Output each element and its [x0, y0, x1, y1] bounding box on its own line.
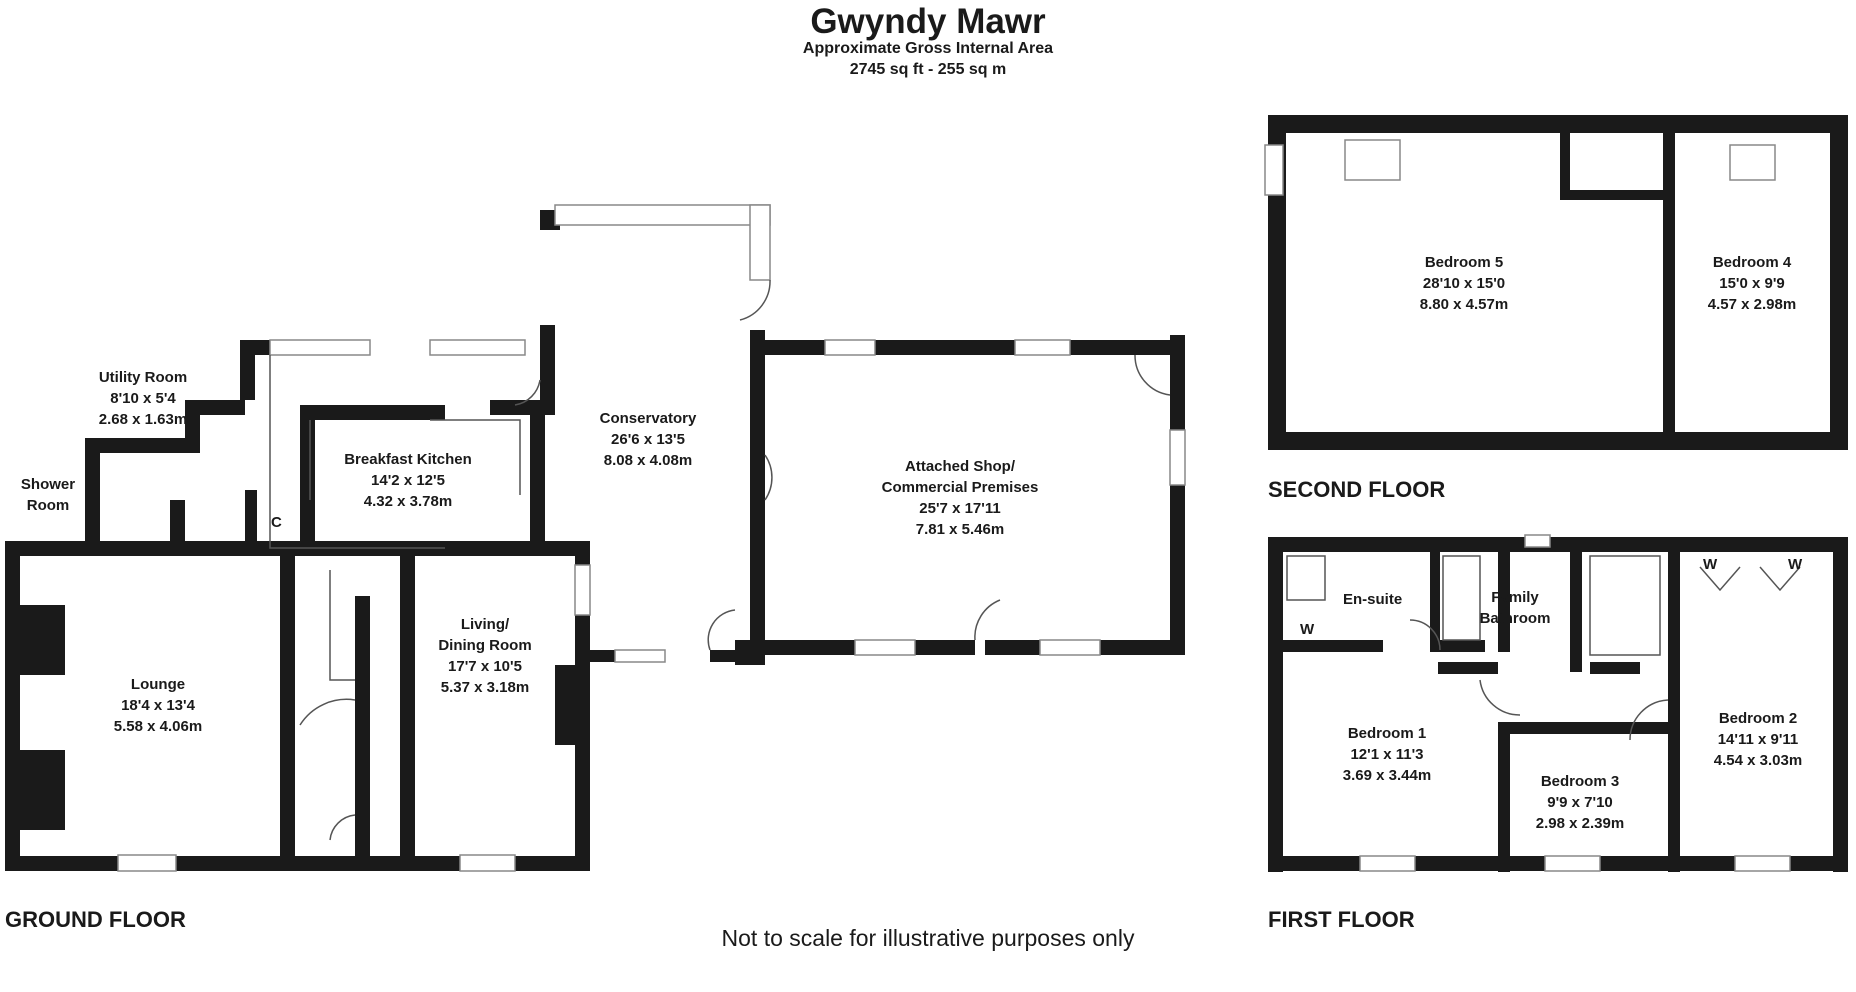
room-shop: Attached Shop/ Commercial Premises 25'7 …	[882, 456, 1039, 540]
plan-title: Gwyndy Mawr	[810, 2, 1046, 41]
room-bedroom-5-metric: 8.80 x 4.57m	[1419, 296, 1509, 313]
room-bedroom-2-name: Bedroom 2	[1718, 710, 1798, 727]
room-living-name-1: Living/	[460, 616, 510, 633]
room-bedroom-1-metric: 3.69 x 3.44m	[1342, 767, 1432, 784]
second-floor-walls	[1268, 115, 1848, 450]
room-bedroom-2: Bedroom 2 14'11 x 9'11 4.54 x 3.03m	[1714, 708, 1802, 771]
room-bedroom-2-imperial: 14'11 x 9'11	[1717, 731, 1799, 748]
room-bedroom-4: Bedroom 4 15'0 x 9'9 4.57 x 2.98m	[1708, 252, 1796, 315]
room-lounge-imperial: 18'4 x 13'4	[121, 697, 195, 714]
room-bedroom-5-name: Bedroom 5	[1424, 254, 1504, 271]
room-bedroom-1-imperial: 12'1 x 11'3	[1350, 746, 1424, 763]
room-bedroom-4-name: Bedroom 4	[1712, 254, 1792, 271]
first-floor-label: FIRST FLOOR	[1268, 907, 1415, 932]
room-bedroom-5: Bedroom 5 28'10 x 15'0 8.80 x 4.57m	[1420, 252, 1508, 315]
room-bedroom-3-imperial: 9'9 x 7'10	[1547, 794, 1613, 811]
room-conservatory-metric: 8.08 x 4.08m	[603, 452, 693, 469]
room-conservatory-imperial: 26'6 x 13'5	[611, 431, 685, 448]
room-bedroom-3-name: Bedroom 3	[1540, 773, 1620, 790]
room-ensuite: En-suite	[1343, 591, 1403, 608]
room-family-bathroom: Family Bathroom	[1480, 587, 1551, 629]
room-lounge-name: Lounge	[130, 676, 186, 693]
room-kitchen-name: Breakfast Kitchen	[344, 451, 472, 468]
room-shower-name-1: Shower	[20, 476, 76, 493]
room-shower: Shower Room	[21, 474, 75, 516]
room-shop-imperial: 25'7 x 17'11	[919, 500, 1001, 517]
room-kitchen-metric: 4.32 x 3.78m	[363, 493, 453, 510]
room-bedroom-4-imperial: 15'0 x 9'9	[1719, 275, 1785, 292]
room-shop-name-1: Attached Shop/	[904, 458, 1016, 475]
room-kitchen: Breakfast Kitchen 14'2 x 12'5 4.32 x 3.7…	[344, 449, 472, 512]
room-living: Living/ Dining Room 17'7 x 10'5 5.37 x 3…	[438, 614, 531, 698]
room-bedroom-1-name: Bedroom 1	[1347, 725, 1427, 742]
ground-floor-walls	[5, 210, 1185, 871]
room-lounge-metric: 5.58 x 4.06m	[113, 718, 203, 735]
wardrobe-label-1: W	[1300, 621, 1315, 638]
first-floor-fittings	[1286, 555, 1801, 741]
wardrobe-label-3: W	[1788, 556, 1803, 573]
room-bedroom-4-metric: 4.57 x 2.98m	[1707, 296, 1797, 313]
room-living-name-2: Dining Room	[438, 637, 532, 654]
room-bedroom-3: Bedroom 3 9'9 x 7'10 2.98 x 2.39m	[1536, 771, 1624, 834]
room-conservatory: Conservatory 26'6 x 13'5 8.08 x 4.08m	[600, 408, 697, 471]
room-cupboard: C	[271, 514, 282, 531]
room-bedroom-3-metric: 2.98 x 2.39m	[1535, 815, 1625, 832]
second-floor-windows	[1264, 139, 1776, 196]
room-shower-name-2: Room	[26, 497, 70, 514]
room-bedroom-1: Bedroom 1 12'1 x 11'3 3.69 x 3.44m	[1343, 723, 1431, 786]
room-utility-metric: 2.68 x 1.63m	[98, 411, 188, 428]
room-shop-name-2: Commercial Premises	[881, 479, 1039, 496]
room-bedroom-5-imperial: 28'10 x 15'0	[1422, 275, 1506, 292]
disclaimer: Not to scale for illustrative purposes o…	[721, 925, 1135, 951]
plan-area: 2745 sq ft - 255 sq m	[849, 61, 1007, 78]
room-utility-imperial: 8'10 x 5'4	[110, 390, 176, 407]
room-bedroom-2-metric: 4.54 x 3.03m	[1713, 752, 1803, 769]
room-utility-name: Utility Room	[98, 369, 188, 386]
plan-subtitle: Approximate Gross Internal Area	[802, 40, 1054, 57]
ground-floor-fittings	[269, 279, 1171, 841]
room-conservatory-name: Conservatory	[599, 410, 697, 427]
room-bathroom-name-1: Family	[1491, 589, 1539, 606]
room-living-metric: 5.37 x 3.18m	[440, 679, 530, 696]
second-floor-label: SECOND FLOOR	[1268, 477, 1446, 502]
first-floor-windows	[1359, 534, 1791, 872]
ground-floor-label: GROUND FLOOR	[5, 907, 186, 932]
room-living-imperial: 17'7 x 10'5	[448, 658, 522, 675]
room-bathroom-name-2: Bathroom	[1479, 610, 1551, 627]
room-lounge: Lounge 18'4 x 13'4 5.58 x 4.06m	[114, 674, 202, 737]
room-kitchen-imperial: 14'2 x 12'5	[371, 472, 445, 489]
room-shop-metric: 7.81 x 5.46m	[915, 521, 1005, 538]
room-utility: Utility Room 8'10 x 5'4 2.68 x 1.63m	[99, 367, 187, 430]
ground-floor-windows	[117, 204, 1186, 872]
wardrobe-label-2: W	[1703, 556, 1718, 573]
